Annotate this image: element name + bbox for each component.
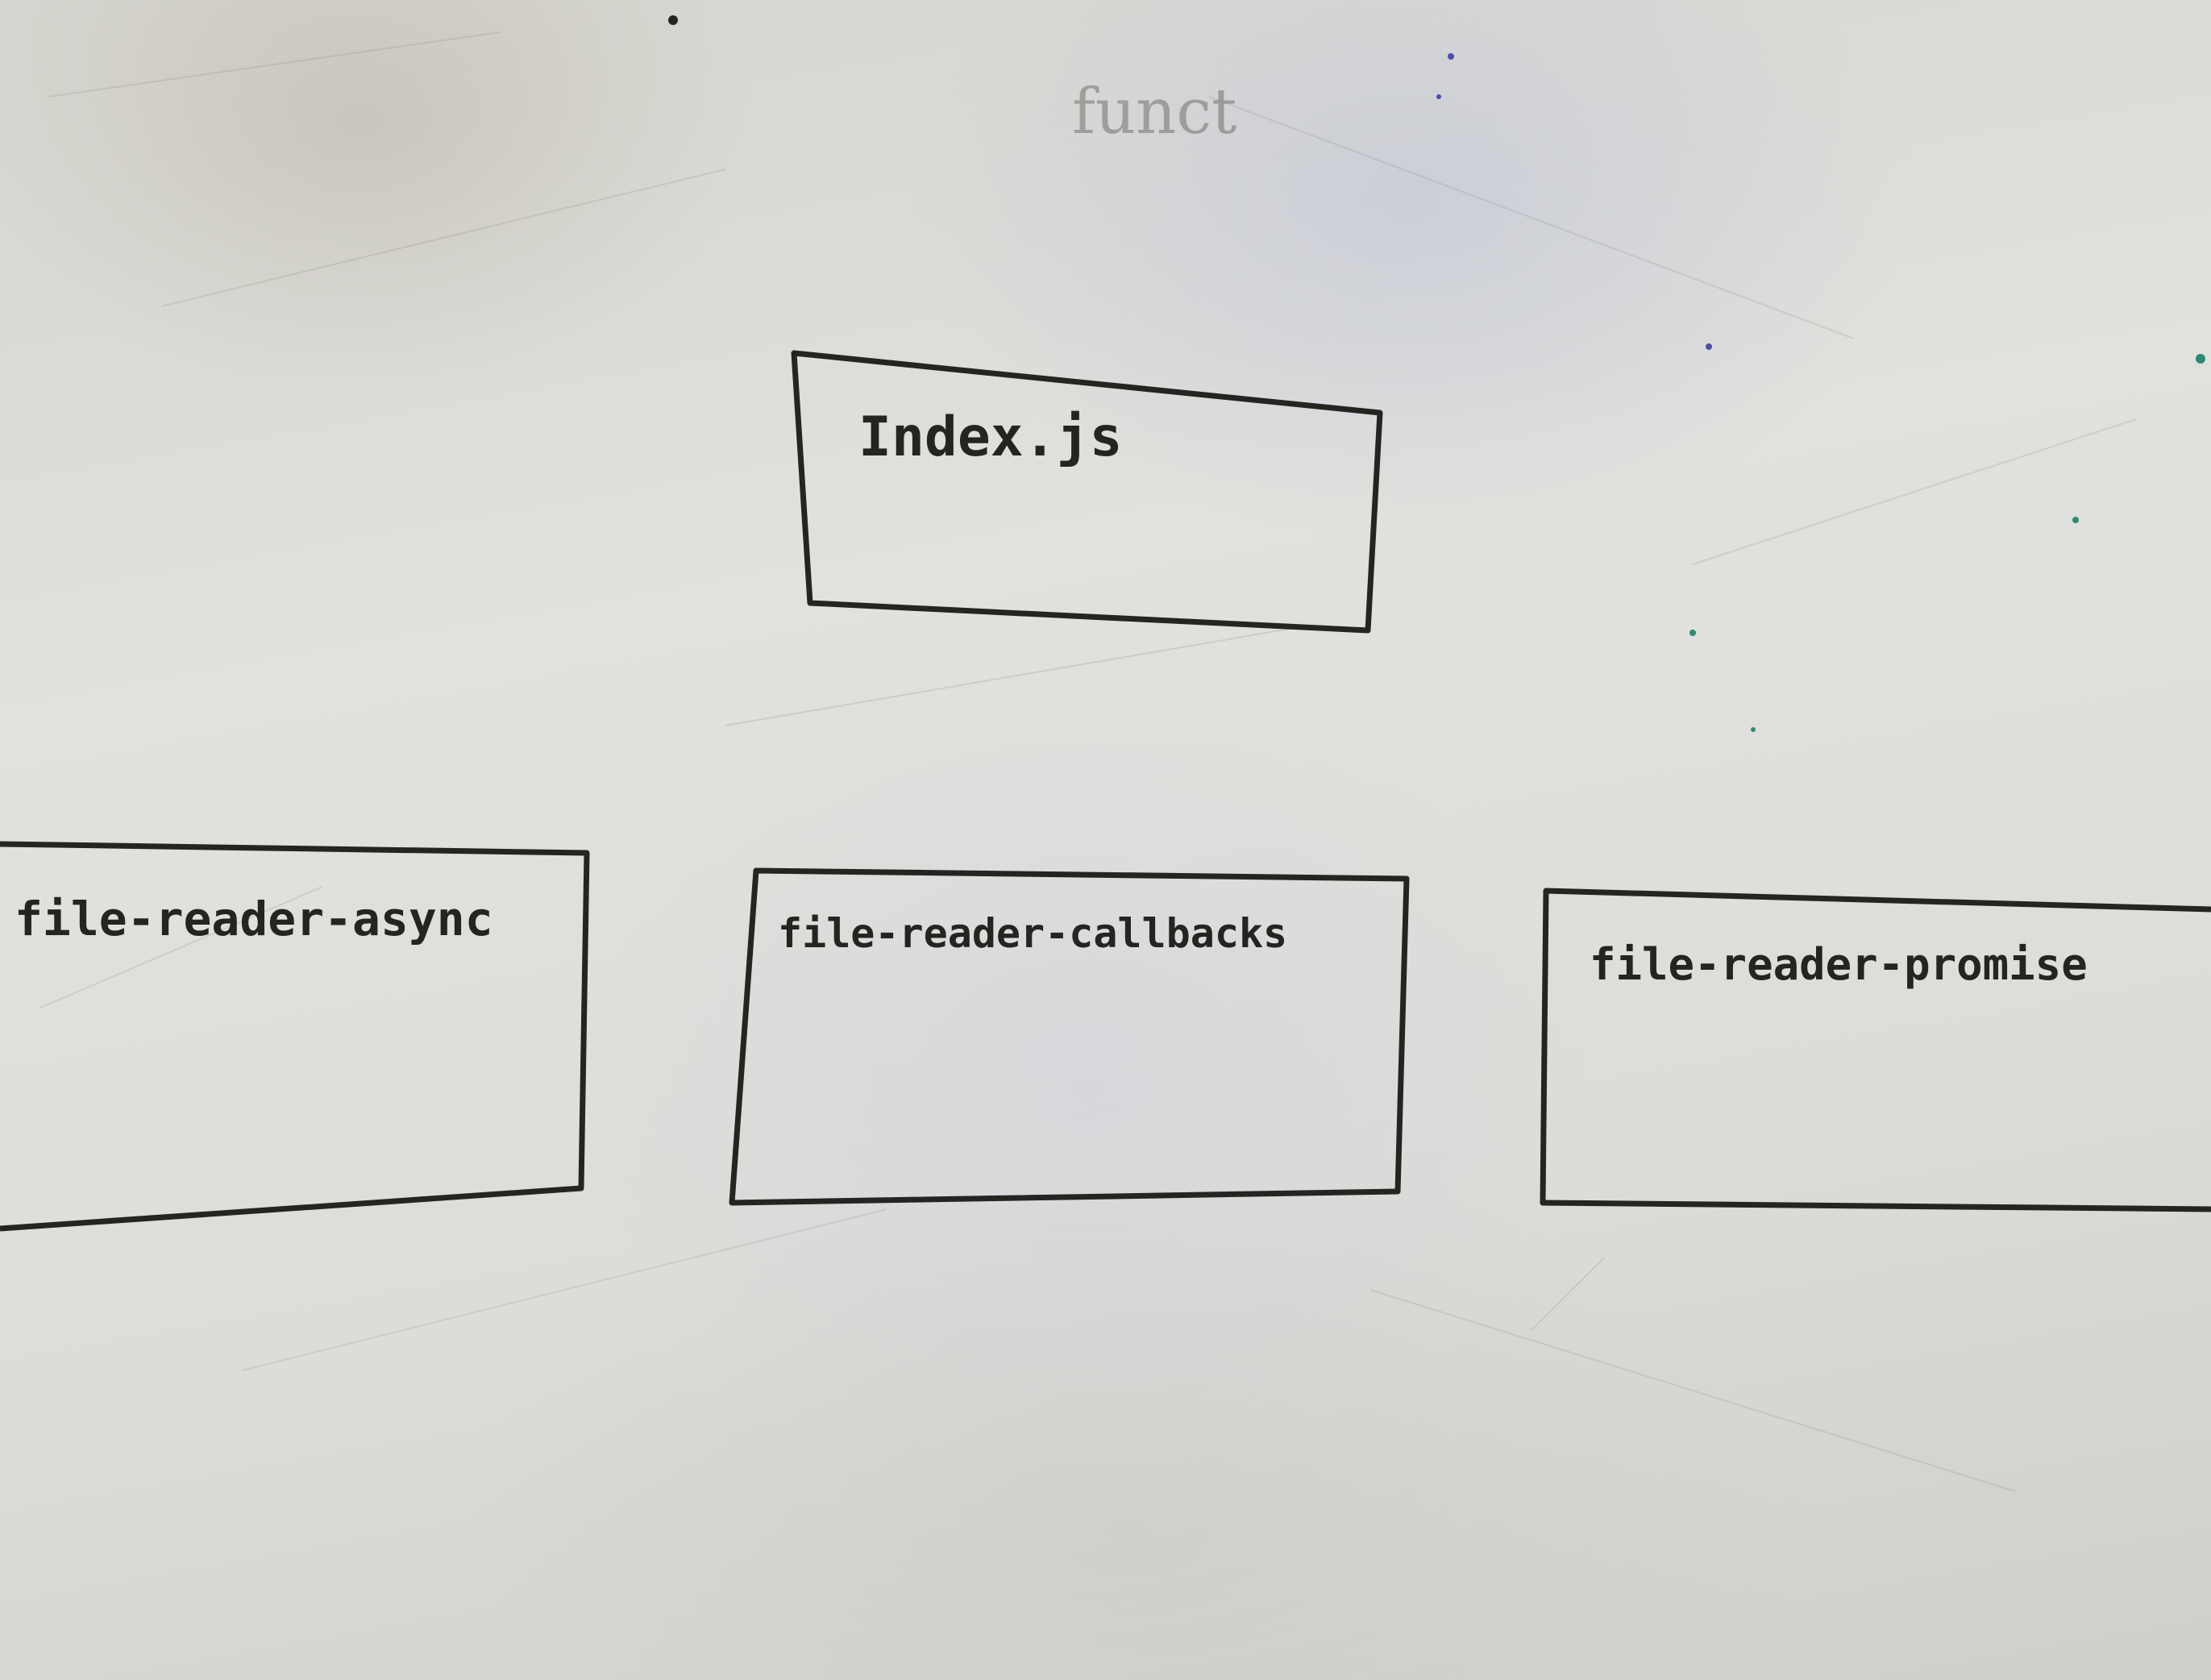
box-async-label: file-reader-async — [15, 892, 493, 946]
box-promise-outline — [1540, 888, 2211, 1212]
box-callbacks-outline — [729, 867, 1410, 1206]
marker-specks — [1689, 354, 2205, 732]
marker-dots — [1436, 53, 1712, 350]
box-async: file-reader-async — [0, 841, 590, 1232]
box-callbacks: file-reader-callbacks — [729, 867, 1410, 1206]
box-index-label: Index.js — [858, 405, 1123, 469]
box-promise-label: file-reader-promise — [1590, 939, 2088, 990]
board-scratches — [39, 31, 2137, 1492]
box-index-outline — [791, 350, 1383, 634]
marker-dot-black — [668, 15, 678, 25]
smudged-text: funct — [1072, 76, 1236, 148]
box-index: Index.js — [791, 350, 1383, 634]
box-callbacks-label: file-reader-callbacks — [778, 910, 1287, 957]
box-async-outline — [0, 841, 590, 1232]
box-promise: file-reader-promise — [1540, 888, 2211, 1212]
